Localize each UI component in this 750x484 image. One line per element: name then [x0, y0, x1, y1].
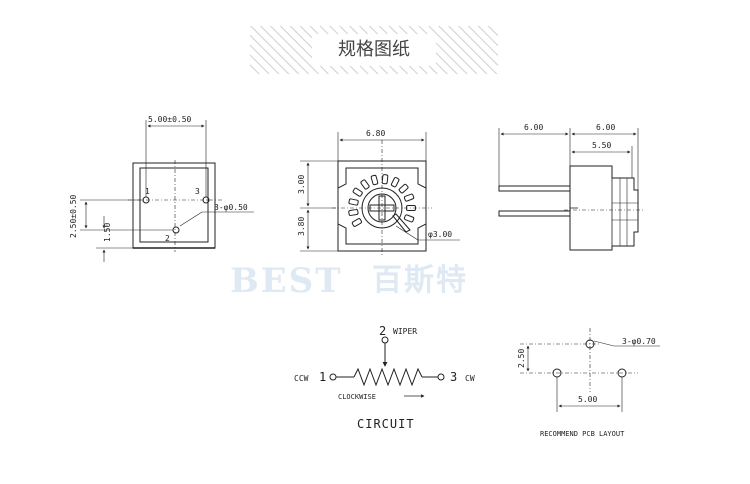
scale-mark	[403, 193, 415, 202]
side-pin-upper	[498, 185, 571, 192]
top-slot-h	[369, 204, 395, 212]
top-width-dim: 6.80	[366, 129, 385, 138]
title-banner: 规格图纸	[250, 26, 498, 74]
scale-mark	[398, 183, 409, 194]
front-pin3-label: 3	[195, 187, 200, 196]
pcb-layout	[520, 328, 660, 412]
circuit-wiper-num: 2	[379, 324, 386, 338]
pcb-width-dim: 5.00	[578, 395, 597, 404]
scale-mark	[351, 218, 362, 227]
top-inner-outline	[337, 167, 427, 245]
circuit-cw-num: 3	[450, 370, 457, 384]
front-height-dim: 2.50±0.50	[69, 194, 78, 238]
circuit-cw-label: CW	[465, 374, 475, 383]
pcb-hole-dim: 3-φ0.70	[622, 337, 656, 346]
top-view-text: 6.80 3.00 3.80 φ3.00	[297, 129, 452, 239]
top-rotor-outer	[361, 187, 403, 229]
circuit-caption: CIRCUIT	[357, 417, 415, 431]
scale-mark	[403, 214, 415, 223]
pcb-height-dim: 2.50	[517, 349, 526, 368]
front-view	[80, 120, 254, 262]
circuit-ccw-label: CCW	[294, 374, 309, 383]
front-inner-body	[139, 167, 209, 243]
circuit-ccw-num: 1	[319, 370, 326, 384]
circuit-text: 2 WIPER CCW 1 3 CW CLOCKWISE CIRCUIT	[294, 324, 475, 431]
top-rotor-inner	[367, 193, 397, 223]
circuit-terminal-3	[437, 373, 445, 381]
front-pin2-label: 2	[165, 234, 170, 243]
front-pin1-label: 1	[145, 187, 150, 196]
circuit-clockwise-label: CLOCKWISE	[338, 393, 376, 401]
circuit-wiper-label: WIPER	[393, 327, 417, 336]
side-view	[498, 128, 644, 251]
front-pin-2	[172, 226, 180, 234]
top-view	[300, 132, 460, 256]
scale-mark	[360, 179, 370, 190]
side-right-dim: 6.00	[596, 123, 615, 132]
front-hole-dim: 3-φ0.50	[214, 203, 248, 212]
circuit-resistor-zigzag	[353, 367, 423, 387]
scale-mark	[390, 177, 400, 188]
page-title: 规格图纸	[338, 39, 410, 60]
circuit-terminal-1	[329, 373, 337, 381]
banner-hatch	[250, 26, 498, 74]
top-wiper-pointer	[392, 213, 411, 233]
top-shaft-leader	[395, 225, 419, 241]
top-upper-dim: 3.00	[297, 175, 306, 194]
front-offset-dim: 1.50	[103, 223, 112, 242]
scale-mark	[370, 174, 379, 186]
scale-mark	[406, 205, 416, 211]
top-lower-dim: 3.80	[297, 217, 306, 236]
top-slot-v	[378, 195, 386, 221]
pcb-text: 3-φ0.70 2.50 5.00 RECOMMEND PCB LAYOUT	[517, 337, 656, 438]
side-body	[569, 165, 639, 251]
side-view-text: 6.00 6.00 5.50	[524, 123, 615, 150]
front-view-text: 5.00±0.50 2.50±0.50 1.50 3-φ0.50 1 3 2	[69, 115, 248, 243]
scale-mark	[352, 187, 363, 197]
watermark-brand: BEST	[230, 261, 343, 301]
front-width-dim: 5.00±0.50	[148, 115, 192, 124]
circuit	[329, 336, 445, 398]
front-outer-body	[132, 162, 216, 249]
pcb-caption: RECOMMEND PCB LAYOUT	[540, 430, 625, 438]
side-pin-lower	[498, 210, 571, 217]
top-scale-marks	[348, 174, 416, 227]
watermark: BEST 百斯特	[230, 261, 468, 301]
scale-mark	[348, 198, 359, 206]
side-inner-dim: 5.50	[592, 141, 611, 150]
scale-mark	[348, 209, 359, 216]
front-hole-leader	[179, 211, 203, 227]
pcb-hole-leader	[593, 340, 615, 347]
top-shaft-dim: φ3.00	[428, 230, 452, 239]
side-left-dim: 6.00	[524, 123, 543, 132]
watermark-cn: 百斯特	[372, 263, 468, 298]
scale-mark	[381, 174, 389, 185]
